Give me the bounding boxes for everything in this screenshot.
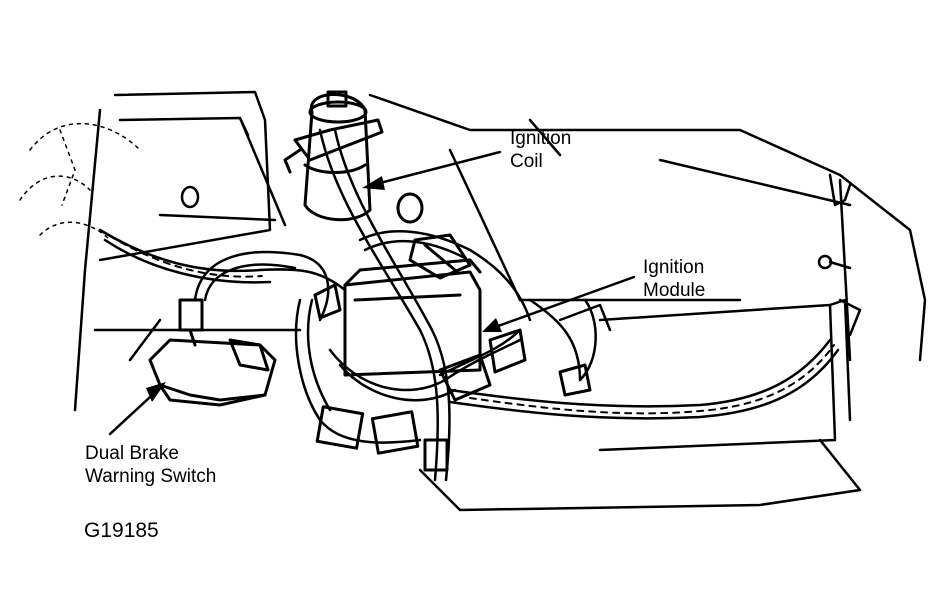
ignition-module-label-line1: Ignition <box>643 257 705 278</box>
harness-tape <box>109 235 835 415</box>
dual-brake-label: Dual Brake Warning Switch <box>85 442 216 488</box>
wiring-harness <box>98 128 840 482</box>
ignition-coil-shape <box>283 90 384 222</box>
dual-brake-label-line2: Warning Switch <box>85 466 217 487</box>
ignition-coil-label-line1: Ignition <box>510 128 572 149</box>
frame-rail <box>368 93 927 512</box>
ignition-module-label-line2: Module <box>643 280 706 301</box>
ignition-module-label: Ignition Module <box>643 256 705 302</box>
dual-brake-label-line1: Dual Brake <box>85 443 179 464</box>
figure-id: G19185 <box>84 519 159 542</box>
wheel-well-outline <box>19 123 141 241</box>
bracket-bolt <box>817 173 862 337</box>
dual-brake-switch-shape <box>148 298 277 407</box>
module-arrow <box>485 275 636 332</box>
coil-arrow <box>366 150 502 188</box>
pointer-arrows <box>108 150 636 436</box>
firewall-panel <box>73 90 302 412</box>
arrowheads <box>146 176 502 402</box>
ignition-coil-label: Ignition Coil <box>510 127 571 173</box>
module-connector <box>408 233 472 280</box>
ignition-coil-label-line2: Coil <box>510 151 543 172</box>
harness-connectors <box>313 283 592 472</box>
ignition-module-shape <box>343 192 482 377</box>
